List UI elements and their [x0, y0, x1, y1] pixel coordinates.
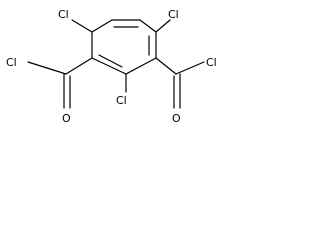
atom-o-right: O: [172, 112, 181, 125]
ring-bond-c6-c7: [91, 57, 127, 75]
bond-c4-cl-top-right: [155, 19, 171, 33]
atom-cl-acyl-left: Cl: [6, 56, 17, 69]
ring-bond-c3-c4: [139, 19, 157, 33]
bond-c1-cl-top-left: [71, 19, 93, 33]
bonds: [27, 19, 205, 109]
atom-o-left: O: [62, 112, 71, 125]
bond-acyl-left-cl: [27, 61, 67, 75]
atom-cl-top-left: Cl: [58, 8, 69, 21]
atom-cl-acyl-right: Cl: [206, 56, 217, 69]
ring-bond-c5-c6: [125, 57, 157, 75]
chemical-structure: Cl Cl Cl Cl Cl O O: [6, 8, 217, 125]
atom-labels: Cl Cl Cl Cl Cl O O: [6, 8, 217, 125]
ring-double-bond-inner-left: [98, 54, 123, 68]
ring-bond-c1-c2: [91, 19, 113, 33]
bond-c7-acyl-left: [65, 57, 93, 75]
atom-cl-middle: Cl: [116, 94, 127, 107]
bond-acyl-right-cl: [175, 61, 205, 75]
bond-c5-acyl-right: [155, 57, 177, 75]
atom-cl-top-right: Cl: [168, 8, 179, 21]
